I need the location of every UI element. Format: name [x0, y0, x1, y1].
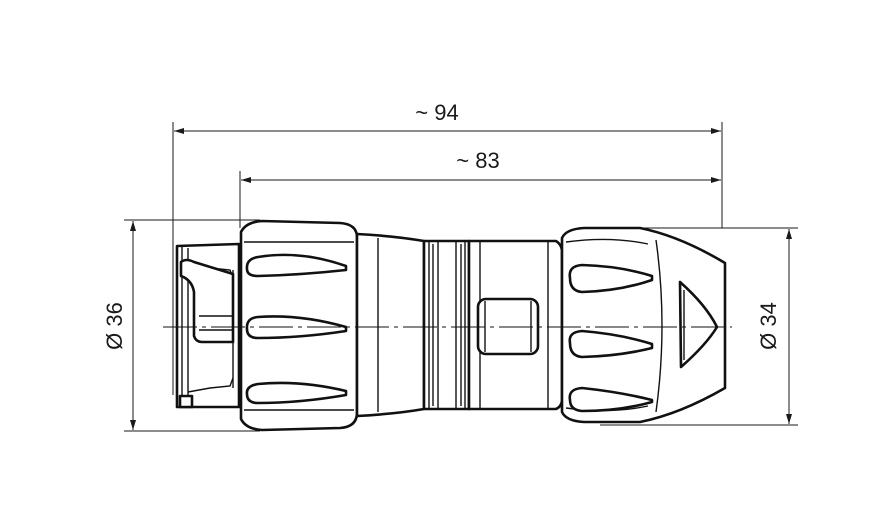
- main-housing: [467, 239, 564, 411]
- grip-flute-middle-left: [245, 315, 348, 340]
- ribbed-section: [422, 239, 471, 411]
- grip-flute-bottom-right: [568, 386, 654, 413]
- tapered-neck: [355, 232, 426, 418]
- left-coupling-nut: [239, 219, 359, 432]
- grip-flute-top-left: [245, 253, 348, 278]
- dimension-overall-length: ~ 94: [172, 100, 723, 395]
- overall-length-label: ~ 94: [415, 100, 458, 125]
- locking-latch: [179, 258, 235, 344]
- grip-flute-bottom-left: [245, 381, 348, 405]
- grip-flute-top-right: [568, 263, 654, 294]
- right-diameter-label: Ø 34: [756, 302, 781, 350]
- dimension-left-diameter: Ø 36: [102, 219, 260, 432]
- front-insert: [175, 242, 241, 409]
- left-diameter-label: Ø 36: [102, 302, 127, 350]
- grip-flute-middle-right: [568, 329, 654, 359]
- rear-cable-nut: [560, 226, 727, 424]
- connector-body: [175, 219, 727, 432]
- body-length-label: ~ 83: [456, 148, 499, 173]
- dimension-body-length: ~ 83: [239, 148, 721, 228]
- dimension-right-diameter: Ø 34: [600, 227, 798, 426]
